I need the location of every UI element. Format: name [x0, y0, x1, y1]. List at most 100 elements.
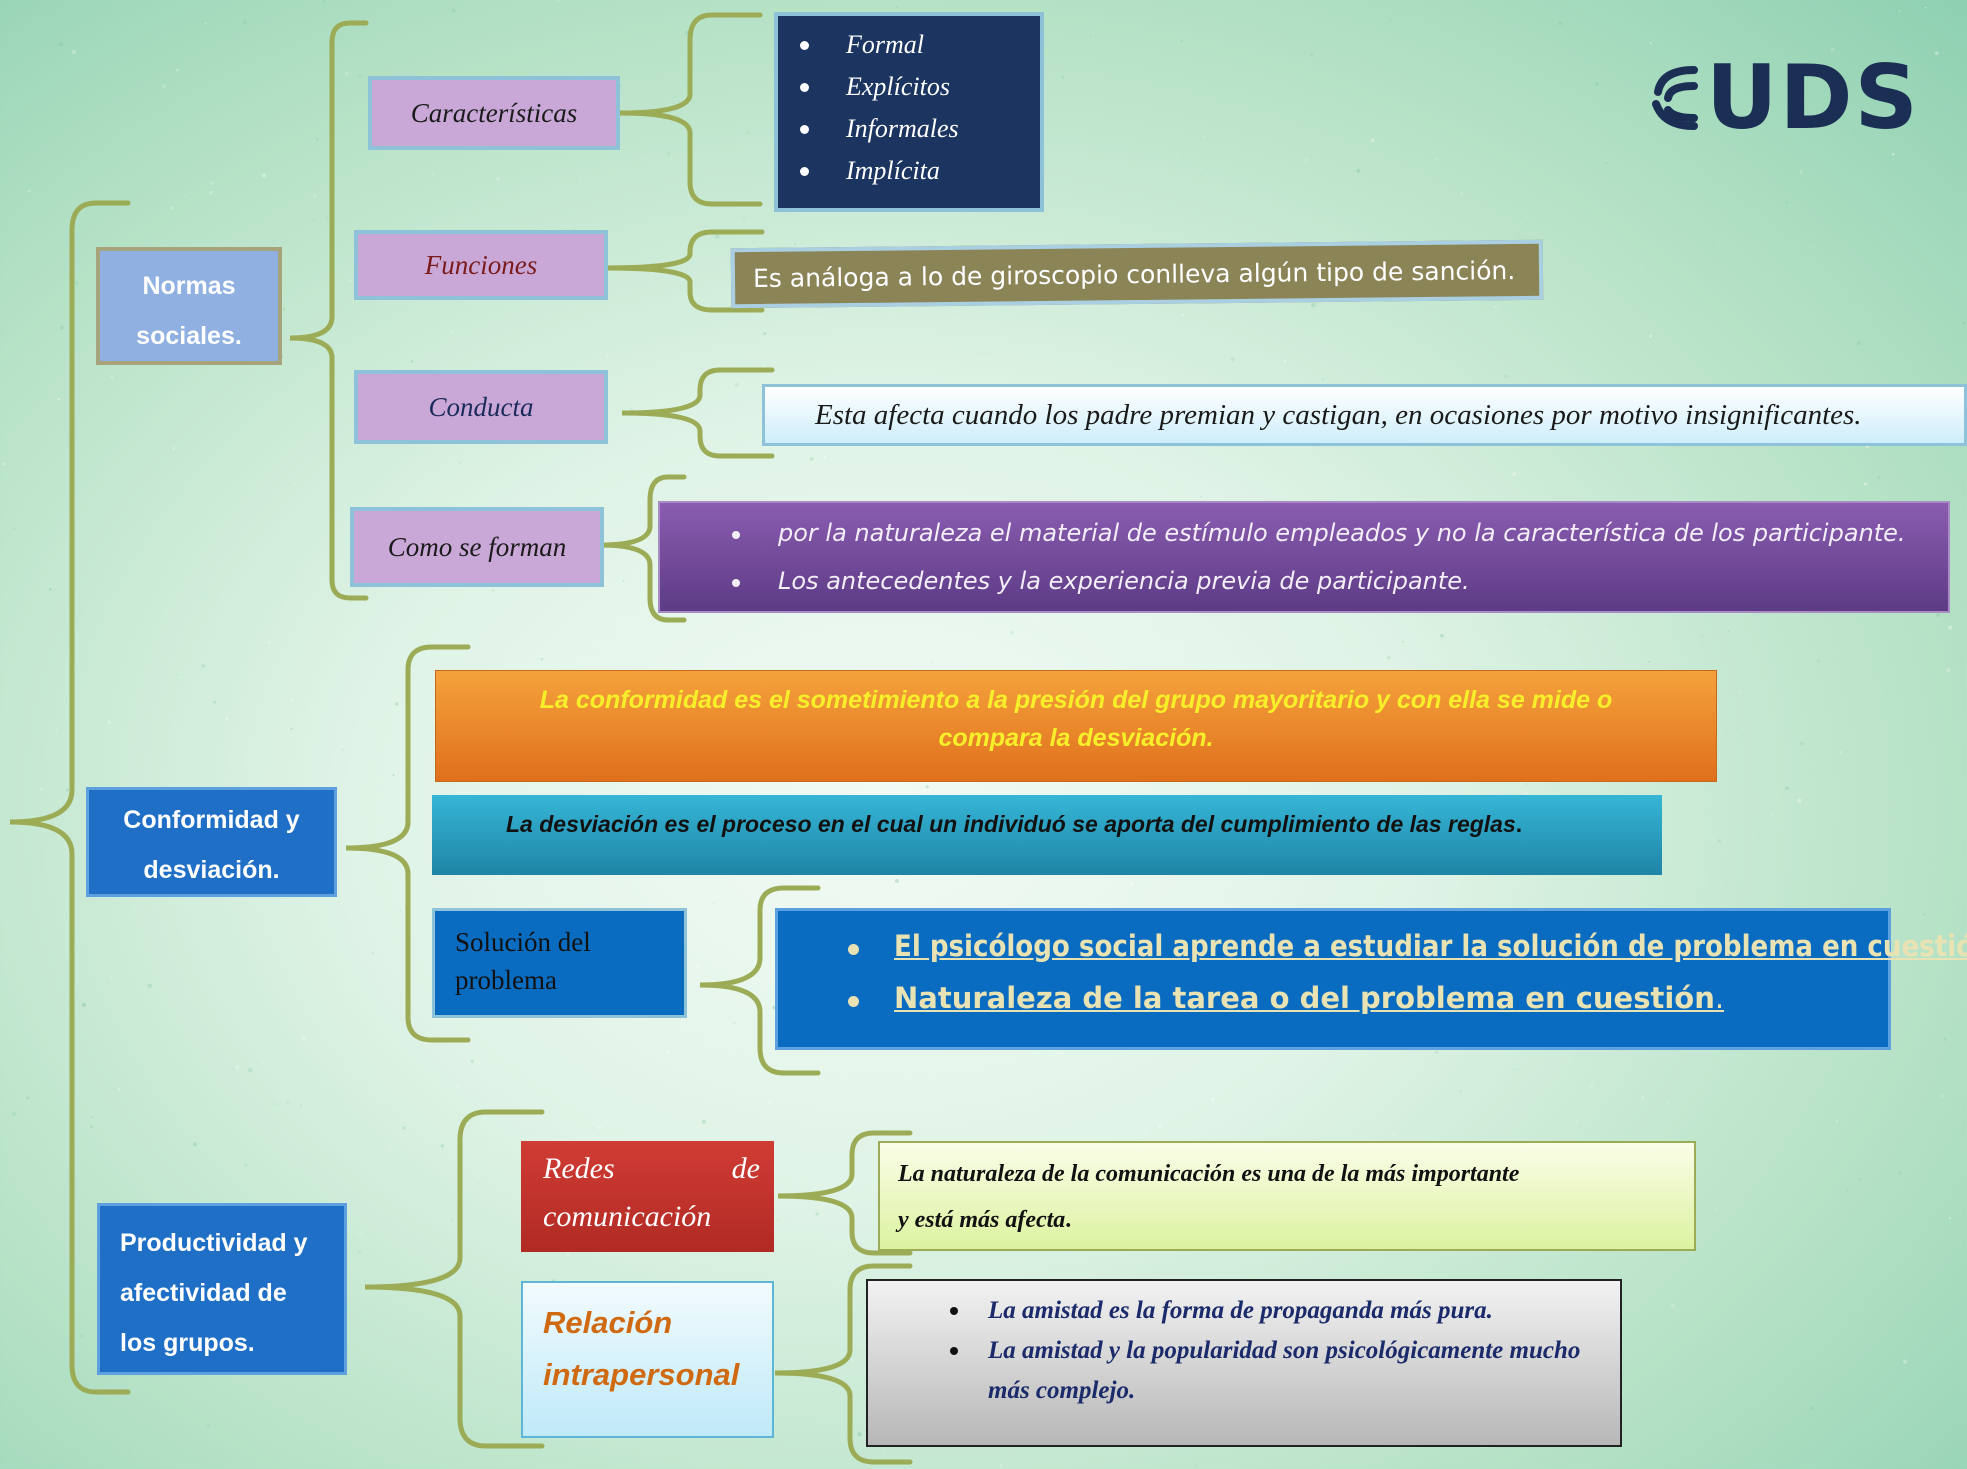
texture-speck — [107, 720, 112, 725]
redes-label-word1: Redes — [543, 1152, 615, 1185]
texture-speck — [768, 1100, 772, 1105]
texture-speck — [1211, 1097, 1215, 1101]
texture-speck — [1667, 1101, 1671, 1105]
texture-speck — [696, 965, 700, 969]
texture-speck — [312, 218, 316, 222]
texture-speck — [291, 698, 295, 702]
texture-speck — [204, 22, 207, 25]
desviacion-period: . — [1515, 811, 1523, 837]
texture-speck — [1714, 1208, 1718, 1211]
texture-speck — [1390, 18, 1393, 21]
texture-speck — [209, 190, 213, 195]
texture-speck — [117, 1088, 121, 1091]
texture-speck — [1460, 192, 1463, 195]
texture-speck — [857, 1432, 862, 1437]
texture-speck — [1836, 1119, 1839, 1123]
texture-speck — [71, 49, 77, 55]
texture-speck — [1856, 341, 1861, 346]
texture-speck — [147, 983, 152, 988]
funciones-text-box: Es análoga a lo de giroscopio conlleva a… — [730, 239, 1544, 309]
texture-speck — [161, 84, 166, 89]
texture-speck — [1850, 220, 1853, 223]
texture-speck — [540, 657, 544, 661]
texture-speck — [1309, 53, 1314, 57]
texture-speck — [456, 1085, 460, 1089]
texture-speck — [1525, 783, 1528, 785]
texture-speck — [573, 228, 575, 230]
texture-speck — [1863, 482, 1868, 486]
texture-speck — [1061, 76, 1065, 79]
texture-speck — [1356, 481, 1359, 484]
texture-speck — [1459, 1090, 1462, 1093]
texture-speck — [1639, 265, 1642, 268]
texture-speck — [210, 181, 213, 185]
texture-speck — [11, 1112, 16, 1117]
texture-speck — [205, 593, 208, 596]
solucion-item: Naturaleza de la tarea o del problema en… — [848, 981, 1888, 1033]
texture-speck — [1605, 161, 1608, 165]
texture-speck — [225, 717, 229, 721]
texture-speck — [1286, 10, 1288, 12]
texture-speck — [59, 42, 64, 47]
texture-speck — [176, 68, 179, 72]
texture-speck — [1813, 760, 1815, 762]
texture-speck — [1295, 108, 1297, 110]
normas-sociales-box: Normas sociales. — [96, 247, 282, 365]
texture-speck — [1544, 628, 1549, 632]
texture-speck — [451, 1219, 453, 1221]
texture-speck — [1902, 1359, 1907, 1364]
texture-speck — [59, 325, 64, 330]
normas-title-line1: Normas — [142, 272, 236, 300]
texture-speck — [1038, 618, 1040, 621]
texture-speck — [1948, 1216, 1952, 1220]
texture-speck — [606, 355, 609, 358]
texture-speck — [451, 330, 454, 334]
texture-speck — [1736, 728, 1739, 731]
texture-speck — [733, 1021, 736, 1025]
texture-speck — [343, 989, 347, 992]
texture-speck — [287, 1101, 289, 1104]
texture-speck — [395, 702, 399, 706]
texture-speck — [110, 375, 114, 379]
funciones-box: Funciones — [354, 230, 608, 300]
texture-speck — [128, 1451, 130, 1453]
caracteristica-item: Informales — [800, 114, 1040, 156]
texture-speck — [1356, 169, 1361, 173]
texture-speck — [389, 1147, 392, 1150]
como-se-forman-item: por la naturaleza el material de estímul… — [732, 519, 1948, 567]
texture-speck — [1839, 750, 1843, 754]
texture-speck — [1845, 1188, 1849, 1193]
texture-speck — [1512, 1068, 1515, 1071]
texture-speck — [1800, 741, 1804, 746]
productividad-title-line1: Productividad y — [120, 1229, 308, 1257]
productividad-title-line2: afectividad de — [120, 1279, 287, 1307]
texture-speck — [1010, 631, 1014, 635]
texture-speck — [667, 152, 671, 156]
redes-text-line2: y está más afecta — [898, 1207, 1066, 1233]
texture-speck — [357, 1250, 362, 1255]
texture-speck — [326, 217, 329, 220]
texture-speck — [763, 331, 767, 336]
texture-speck — [1199, 495, 1202, 498]
texture-speck — [1321, 378, 1325, 381]
conformidad-definition-text: La conformidad es el sometimiento a la p… — [539, 686, 1613, 752]
texture-speck — [496, 177, 501, 181]
texture-speck — [371, 952, 374, 954]
texture-speck — [1934, 51, 1939, 56]
texture-speck — [1176, 154, 1178, 156]
texture-speck — [110, 976, 112, 979]
texture-speck — [1503, 374, 1508, 378]
texture-speck — [90, 1125, 93, 1128]
texture-speck — [242, 20, 247, 25]
texture-speck — [1923, 913, 1926, 916]
texture-speck — [4, 703, 8, 706]
texture-speck — [1392, 1132, 1396, 1136]
texture-speck — [470, 1059, 474, 1063]
texture-speck — [267, 640, 271, 644]
normas-title-line2: sociales. — [136, 322, 242, 350]
texture-speck — [399, 910, 402, 912]
texture-speck — [184, 195, 186, 197]
texture-speck — [37, 1459, 39, 1461]
texture-speck — [493, 1146, 496, 1149]
texture-speck — [1304, 157, 1309, 162]
